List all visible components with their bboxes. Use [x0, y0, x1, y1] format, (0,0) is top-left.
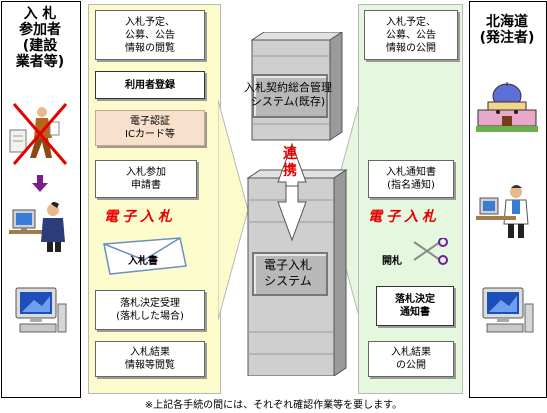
left-card-award-receipt: 落札決定受理 (落札した場合): [95, 290, 205, 330]
left-party-title: 入 札 参加者 (建設 業者等): [15, 6, 65, 70]
desktop-pc-icon: [15, 287, 67, 333]
envelope-label: 入札書: [128, 256, 158, 267]
right-card-bid-notice: 入札通知書 (指名通知): [368, 160, 454, 198]
down-arrow-icon: [32, 175, 48, 192]
opening-label: 開札: [382, 256, 402, 267]
crossed-out-paper-worker-icon: [9, 103, 68, 165]
left-flow-panel: [88, 4, 221, 394]
envelope-icon: [103, 237, 187, 275]
right-card-award-notice: 落札決定 通知書: [376, 286, 454, 326]
system-bottom-label: 電子入札 システム: [263, 258, 312, 288]
left-card-participation-application: 入札参加 申請書: [95, 160, 197, 198]
left-card-user-registration: 利用者登録: [95, 71, 205, 99]
right-party-title: 北海道 (発注者): [479, 14, 535, 46]
scissors-icon: [413, 238, 448, 265]
left-card-result-view: 入札結果 情報等閲覧: [95, 341, 205, 377]
link-label: 連 携: [283, 146, 297, 179]
system-bottom-panel: [252, 252, 328, 296]
left-pointer-shape: [218, 100, 248, 320]
right-flow-panel: [358, 4, 463, 394]
government-building-icon: [476, 82, 538, 132]
desktop-pc-icon-right: [482, 287, 534, 333]
office-worker-icon: [476, 185, 529, 238]
computer-user-icon: [9, 202, 65, 252]
left-card-info-view: 入札予定、 公募、公告 情報の閲覧: [95, 10, 205, 60]
system-top-panel: [252, 74, 328, 118]
left-ebid-label: 電子入札: [104, 209, 176, 225]
right-ebid-label: 電子入札: [368, 209, 440, 225]
left-card-ic-card: 電子認証 ICカード等: [95, 110, 205, 146]
right-card-info-publish: 入札予定、 公募、公告 情報の公開: [364, 10, 458, 60]
system-top-label: 入札契約総合管理 システム(既存): [244, 81, 332, 108]
footnote: ※上記各手続の間には、それぞれ確認作業等を要します。: [144, 400, 403, 411]
right-card-result-publish: 入札結果 の公開: [368, 341, 454, 377]
